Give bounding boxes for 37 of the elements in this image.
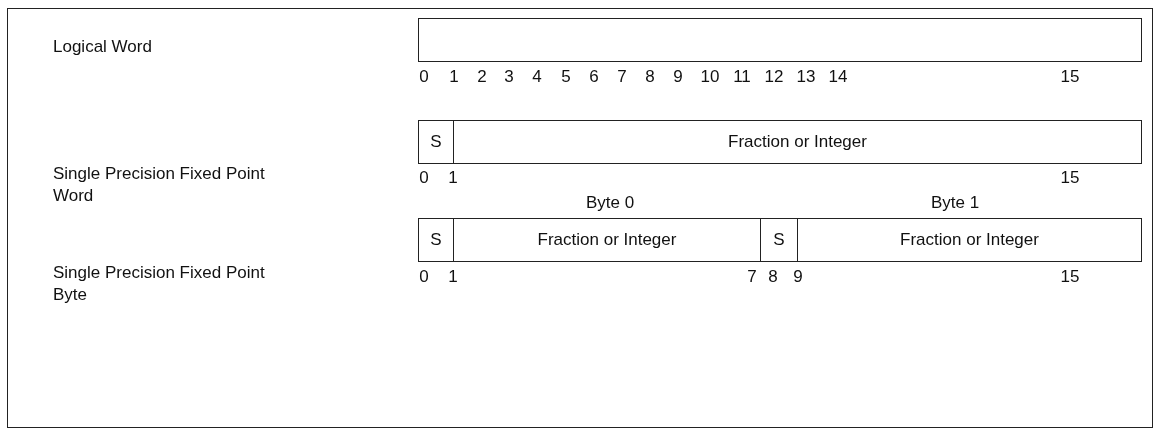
data-field: Fraction or Integer — [453, 218, 761, 262]
row-label: Single Precision Fixed Point Word — [53, 163, 266, 207]
bit-number: 15 — [1060, 167, 1080, 189]
bit-number: 8 — [645, 66, 655, 88]
bit-number: 7 — [617, 66, 627, 88]
bit-number: 8 — [768, 266, 778, 288]
bit-number: 14 — [828, 66, 848, 88]
bit-number: 12 — [764, 66, 784, 88]
bit-number: 7 — [747, 266, 757, 288]
bit-number: 1 — [448, 167, 458, 189]
bit-number: 13 — [796, 66, 816, 88]
sign-bit-field: S — [418, 120, 454, 164]
bit-number: 15 — [1060, 66, 1080, 88]
bit-number: 5 — [561, 66, 571, 88]
bit-number: 10 — [700, 66, 720, 88]
bit-number: 1 — [448, 266, 458, 288]
bit-number: 0 — [419, 167, 429, 189]
byte-label: Byte 1 — [930, 192, 980, 214]
bit-number: 0 — [419, 266, 429, 288]
bit-number: 11 — [733, 66, 751, 88]
bit-number: 2 — [477, 66, 487, 88]
bit-number: 6 — [589, 66, 599, 88]
bit-number: 15 — [1060, 266, 1080, 288]
row-label: Logical Word — [53, 36, 153, 58]
bit-number: 9 — [793, 266, 803, 288]
byte-label: Byte 0 — [585, 192, 635, 214]
data-field: Fraction or Integer — [797, 218, 1142, 262]
bit-number: 4 — [532, 66, 542, 88]
data-field: Fraction or Integer — [453, 120, 1142, 164]
bit-number: 1 — [449, 66, 459, 88]
bit-number: 3 — [504, 66, 514, 88]
row-label: Single Precision Fixed Point Byte — [53, 262, 266, 306]
bit-number: 9 — [673, 66, 683, 88]
register-box — [418, 18, 1142, 62]
bit-number: 0 — [419, 66, 429, 88]
sign-bit-field: S — [418, 218, 454, 262]
sign-bit-field: S — [760, 218, 798, 262]
